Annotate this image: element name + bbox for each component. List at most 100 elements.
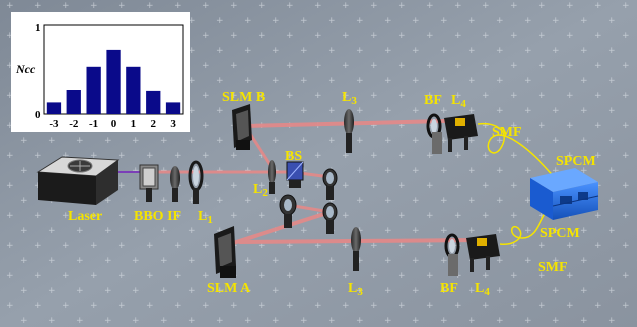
table-hole: + [258,271,266,281]
table-hole: + [370,181,378,191]
table-hole: + [202,61,210,71]
table-hole: + [566,121,574,131]
table-hole: + [426,121,434,131]
table-hole: + [202,301,210,311]
table-hole: + [538,31,546,41]
table-hole: + [356,196,364,206]
table-hole: + [566,31,574,41]
table-hole: + [510,61,518,71]
table-hole: + [188,46,196,56]
table-hole: + [20,196,28,206]
table-hole: + [286,301,294,311]
table-hole: + [608,136,616,146]
table-hole: + [594,31,602,41]
table-hole: + [510,181,518,191]
table-hole: + [300,196,308,206]
table-hole: + [412,316,420,326]
table-hole: + [496,316,504,326]
table-hole: + [524,316,532,326]
label-l1: L1 [198,209,213,226]
table-hole: + [188,106,196,116]
table-hole: + [538,61,546,71]
table-hole: + [384,256,392,266]
table-hole: + [594,241,602,251]
table-hole: + [370,301,378,311]
table-hole: + [230,301,238,311]
table-hole: + [384,226,392,236]
table-hole: + [370,241,378,251]
table-hole: + [300,226,308,236]
table-hole: + [496,196,504,206]
table-hole: + [496,16,504,26]
bar--3 [46,102,62,114]
table-hole: + [496,286,504,296]
table-hole: + [468,196,476,206]
table-hole: + [328,256,336,266]
table-hole: + [202,211,210,221]
table-hole: + [356,76,364,86]
x-tick-label: 2 [150,118,156,130]
table-hole: + [202,31,210,41]
bar--1 [86,66,101,114]
table-hole: + [272,196,280,206]
table-hole: + [342,181,350,191]
table-hole: + [258,151,266,161]
table-hole: + [370,151,378,161]
label-l2: L2 [253,182,268,199]
table-hole: + [244,76,252,86]
table-hole: + [370,211,378,221]
table-hole: + [258,181,266,191]
table-hole: + [76,316,84,326]
table-hole: + [132,256,140,266]
table-hole: + [328,106,336,116]
table-hole: + [510,151,518,161]
table-hole: + [90,1,98,11]
table-hole: + [6,121,14,131]
table-hole: + [244,286,252,296]
table-hole: + [398,211,406,221]
table-hole: + [188,256,196,266]
table-hole: + [104,196,112,206]
table-hole: + [244,316,252,326]
table-hole: + [160,136,168,146]
table-hole: + [510,301,518,311]
table-hole: + [174,271,182,281]
table-hole: + [384,16,392,26]
table-hole: + [160,316,168,326]
table-hole: + [384,106,392,116]
table-hole: + [272,316,280,326]
table-hole: + [524,106,532,116]
table-hole: + [230,61,238,71]
table-hole: + [62,211,70,221]
table-hole: + [230,91,238,101]
bar-1 [126,66,141,114]
table-hole: + [552,286,560,296]
table-hole: + [216,286,224,296]
table-hole: + [62,151,70,161]
table-hole: + [174,1,182,11]
table-hole: + [426,211,434,221]
slm-b-device [232,104,252,150]
table-hole: + [468,16,476,26]
table-hole: + [6,271,14,281]
table-hole: + [580,316,588,326]
table-hole: + [482,61,490,71]
table-hole: + [552,106,560,116]
table-hole: + [216,16,224,26]
table-hole: + [426,151,434,161]
table-hole: + [118,301,126,311]
table-hole: + [34,211,42,221]
label-l3-top: L3 [342,90,357,107]
table-hole: + [286,1,294,11]
table-hole: + [454,211,462,221]
table-hole: + [48,226,56,236]
table-hole: + [426,31,434,41]
table-hole: + [90,301,98,311]
table-hole: + [216,46,224,56]
table-hole: + [468,286,476,296]
y-tick-label-bottom: 0 [35,109,41,121]
table-hole: + [216,76,224,86]
table-hole: + [230,31,238,41]
table-hole: + [356,286,364,296]
table-hole: + [286,91,294,101]
